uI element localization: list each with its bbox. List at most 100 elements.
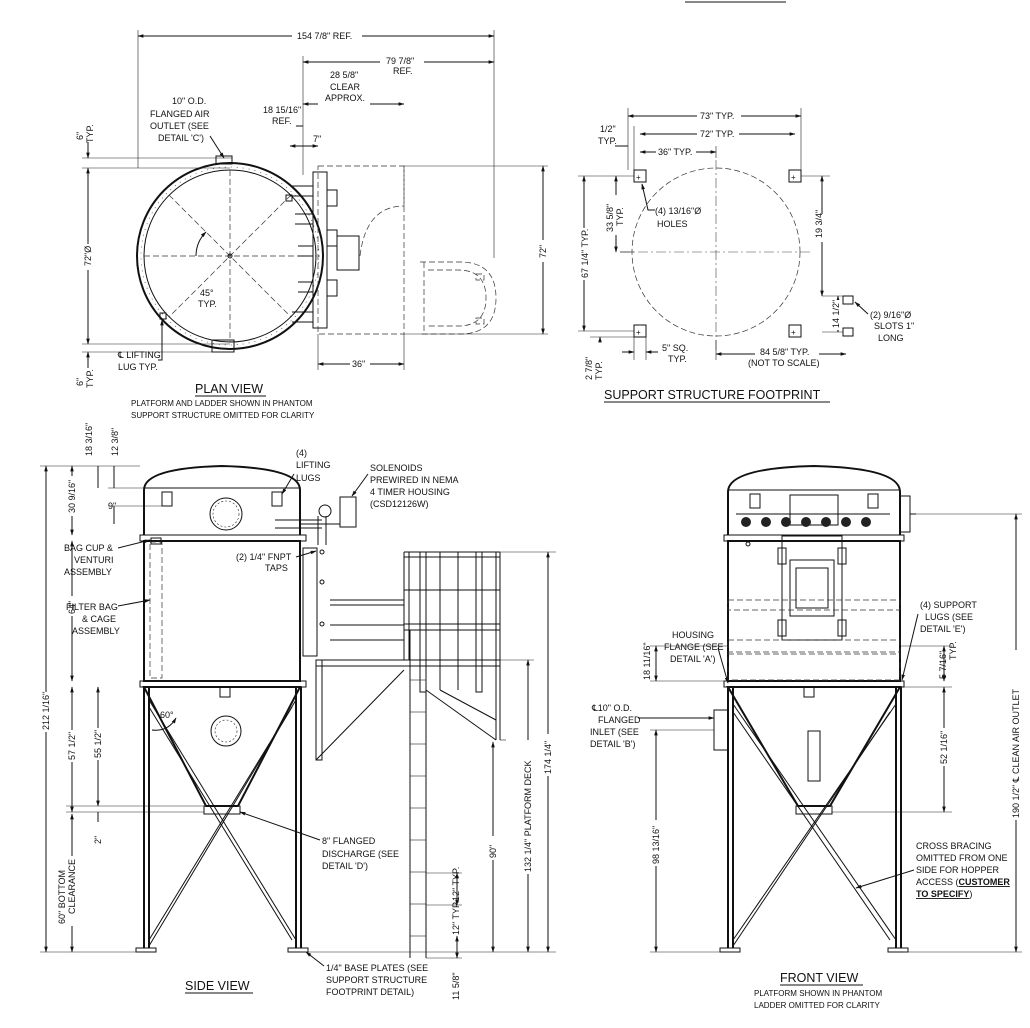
front-view-title: FRONT VIEW — [780, 971, 858, 985]
plan-view: 154 7/8" REF. 79 7/8" REF. 28 5/8" CLEAR… — [75, 30, 550, 420]
dim-14-half: 14 1/2" — [831, 300, 841, 328]
svg-text:DETAIL 'A'): DETAIL 'A') — [670, 654, 715, 664]
support-footprint-title: SUPPORT STRUCTURE FOOTPRINT — [604, 388, 821, 402]
dim-132-platform: 132 1/4" PLATFORM DECK — [523, 760, 533, 872]
svg-text:FLANGE (SEE: FLANGE (SEE — [664, 642, 724, 652]
plan-shell-outer — [136, 162, 324, 350]
svg-text:TYP.: TYP. — [598, 136, 617, 146]
dim-overall-label: 154 7/8" REF. — [297, 31, 352, 41]
plan-header-manifold — [312, 171, 328, 329]
svg-text:DISCHARGE (SEE: DISCHARGE (SEE — [322, 849, 399, 859]
svg-text:DETAIL 'C'): DETAIL 'C') — [158, 133, 204, 143]
note-slots: (2) 9/16"Ø — [870, 310, 911, 320]
svg-text:APPROX.: APPROX. — [325, 93, 365, 103]
plan-view-title: PLAN VIEW — [195, 382, 263, 396]
support-footprint-view: + + + + 73" TYP. 72" TYP. 36" TYP. 1/2" … — [578, 108, 914, 403]
note-fnpt-taps: (2) 1/4" FNPT — [236, 552, 292, 562]
side-outlet-flange — [209, 497, 243, 531]
plan-lifting-lug-2 — [285, 194, 293, 202]
svg-text:DETAIL 'B'): DETAIL 'B') — [590, 739, 635, 749]
svg-text:LUGS: LUGS — [296, 473, 321, 483]
dim-18-11-16: 18 11/16" — [642, 642, 652, 680]
dim-18-label: 18 15/16" — [263, 105, 301, 115]
side-housing-body — [143, 540, 301, 682]
svg-text:& CAGE: & CAGE — [82, 614, 116, 624]
side-filter-bag-phantom — [149, 541, 163, 679]
side-base-plate-left — [135, 947, 157, 953]
svg-text:+: + — [636, 328, 641, 337]
plan-radial-d2 — [168, 194, 292, 318]
dim-33-typ: 33 5/8" — [605, 204, 615, 232]
svg-text:ACCESS (CUSTOMER: ACCESS (CUSTOMER — [916, 877, 1010, 887]
plan-platform-phantom — [317, 165, 405, 335]
front-access-door — [781, 535, 843, 641]
svg-text:ASSEMBLY: ASSEMBLY — [72, 626, 120, 636]
note-lifting-lug: ℄ LIFTING — [117, 350, 161, 360]
dim-84-typ: 84 5/8" TYP. — [760, 347, 809, 357]
side-solenoid — [318, 504, 332, 518]
note-outlet: 10" O.D. — [172, 96, 206, 106]
svg-text:12" TYP.: 12" TYP. — [451, 901, 461, 935]
note-bag-cup: BAG CUP & — [64, 543, 113, 553]
note-support-lugs: (4) SUPPORT — [920, 600, 977, 610]
svg-text:TYP.: TYP. — [668, 354, 687, 364]
dim-30: 30 9/16" — [67, 480, 77, 513]
side-ladder-cage-left — [419, 551, 427, 693]
svg-text:FLANGED AIR: FLANGED AIR — [150, 109, 210, 119]
svg-text:TYP.: TYP. — [594, 361, 604, 380]
note-lifting-lugs: (4) — [296, 448, 307, 458]
base-plate-br — [788, 324, 802, 338]
note-inlet: ℄10" O.D. — [591, 703, 632, 713]
plan-lifting-lug — [159, 312, 167, 320]
side-access-door — [302, 547, 318, 657]
dim-90: 90" — [488, 845, 498, 858]
svg-text:(NOT TO SCALE): (NOT TO SCALE) — [748, 358, 820, 368]
dim-60-clearance: 60" BOTTOM — [57, 870, 67, 924]
side-discharge-flange — [203, 805, 241, 815]
svg-text:CLEARANCE: CLEARANCE — [67, 859, 77, 914]
svg-text:+: + — [636, 173, 641, 182]
svg-text:CLEAR: CLEAR — [330, 82, 361, 92]
svg-text:DETAIL 'E'): DETAIL 'E') — [920, 624, 965, 634]
side-view: 212 1/16" 30 9/16" 64" 57 1/2" 55 1/2" 2… — [40, 423, 556, 1000]
svg-text:PREWIRED IN NEMA: PREWIRED IN NEMA — [370, 475, 459, 485]
svg-text:TAPS: TAPS — [265, 563, 288, 573]
dim-2: 2" — [93, 836, 103, 844]
front-view: 18 11/16" 98 13/16" 5 7/16" TYP. 52 1/16… — [590, 464, 1025, 1010]
plan-platform-curve — [359, 166, 405, 257]
svg-text:TYP.: TYP. — [948, 641, 958, 660]
plan-angle-arc — [195, 231, 207, 257]
dim-9: 9" — [108, 501, 116, 511]
svg-text:TO SPECIFY): TO SPECIFY) — [916, 889, 972, 899]
side-base-plate-right — [287, 947, 309, 953]
side-inlet-flange — [210, 715, 242, 747]
side-dome — [143, 464, 301, 535]
svg-text:4 TIMER HOUSING: 4 TIMER HOUSING — [370, 487, 450, 497]
svg-text:LIFTING: LIFTING — [296, 460, 331, 470]
dim-174: 174 1/4" — [543, 741, 553, 774]
dim-73-typ: 73" TYP. — [700, 111, 734, 121]
svg-text:TYP.: TYP. — [85, 369, 95, 388]
dim-72-dia: 72"Ø — [83, 246, 93, 266]
svg-text:VENTURI: VENTURI — [74, 555, 114, 565]
svg-text:PLATFORM AND LADDER SHOWN IN P: PLATFORM AND LADDER SHOWN IN PHANTOM — [131, 399, 313, 408]
dim-52: 52 1/16" — [939, 731, 949, 764]
svg-text:PLATFORM SHOWN IN PHANTOM: PLATFORM SHOWN IN PHANTOM — [754, 989, 882, 998]
dim-36-typ: 36" TYP. — [658, 147, 692, 157]
dim-12-3-8: 12 3/8" — [110, 428, 120, 456]
svg-text:LUGS (SEE: LUGS (SEE — [925, 612, 973, 622]
dim-57: 57 1/2" — [67, 732, 77, 760]
svg-text:OMITTED FROM ONE: OMITTED FROM ONE — [916, 853, 1008, 863]
dim-72-right: 72" — [538, 245, 548, 258]
svg-text:OUTLET (SEE: OUTLET (SEE — [150, 121, 209, 131]
dim-19-3-4: 19 3/4" — [814, 210, 824, 238]
front-inlet-flange — [713, 709, 729, 751]
plan-ladder-inner — [428, 269, 487, 327]
dim-190-clean-air: 190 1/2" ℄ CLEAN AIR OUTLET — [1011, 688, 1021, 818]
side-lifting-lug-right — [271, 491, 283, 507]
side-ladder-cage-right — [475, 551, 483, 693]
note-discharge: 8" FLANGED — [322, 836, 376, 846]
dim-clear-label: 28 5/8" — [330, 70, 358, 80]
dim-angle: 45° — [200, 288, 214, 298]
